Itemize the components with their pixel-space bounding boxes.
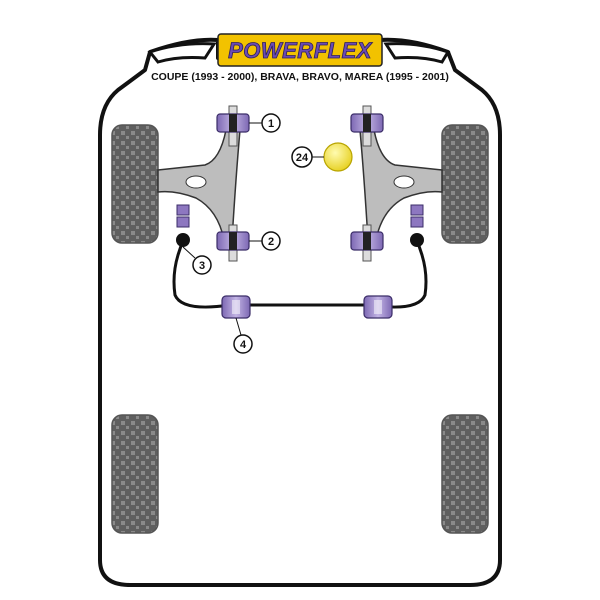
right-arm-hole [393, 175, 415, 189]
right-drop-link-bush [410, 204, 424, 247]
callout-1[interactable]: 1 [261, 113, 281, 133]
left-headlight [147, 42, 217, 64]
powerflex-logo: POWERFLEX [217, 33, 383, 67]
logo-background [217, 33, 383, 67]
left-front-wishbone-bush [216, 105, 250, 147]
leader-line-3 [182, 246, 196, 259]
callout-3-label: 3 [199, 260, 205, 272]
callout-2[interactable]: 2 [261, 231, 281, 251]
logo-text: POWERFLEX [228, 38, 373, 63]
right-anti-roll-bar-bush [363, 295, 393, 319]
front-right-tyre [441, 124, 489, 244]
car-body-outline [98, 37, 502, 587]
leader-line-4 [235, 317, 242, 336]
callout-3[interactable]: 3 [192, 255, 212, 275]
rear-left-tyre [111, 414, 159, 534]
callout-24-label: 24 [296, 152, 309, 164]
callout-1-label: 1 [268, 118, 274, 130]
callout-24[interactable]: 24 [291, 146, 313, 168]
right-rear-wishbone-bush [350, 224, 384, 262]
bump-stop [323, 142, 353, 172]
left-anti-roll-bar-bush [221, 295, 251, 319]
vehicle-models-title: COUPE (1993 - 2000), BRAVA, BRAVO, MAREA… [151, 71, 449, 83]
rear-right-tyre [441, 414, 489, 534]
left-arm-hole [185, 175, 207, 189]
callout-2-label: 2 [268, 236, 274, 248]
callout-4-label: 4 [240, 339, 247, 351]
callout-4[interactable]: 4 [233, 334, 253, 354]
anti-roll-bar [172, 239, 428, 309]
left-rear-wishbone-bush [216, 224, 250, 262]
left-drop-link-bush [176, 204, 190, 247]
right-headlight [383, 42, 451, 64]
front-left-tyre [111, 124, 159, 244]
right-front-wishbone-bush [350, 105, 384, 147]
